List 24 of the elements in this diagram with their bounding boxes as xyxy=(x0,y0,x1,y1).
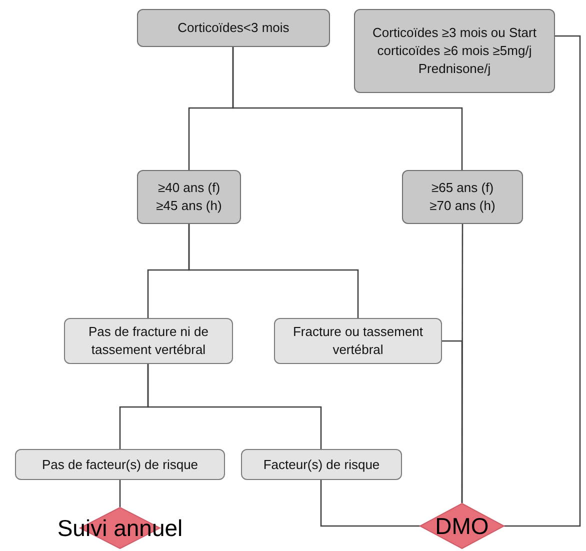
connector-line xyxy=(147,364,322,449)
process-box xyxy=(241,449,402,480)
box-text: ≥40 ans (f) ≥45 ans (h) xyxy=(155,179,223,215)
box-text: Corticoïdes<3 mois xyxy=(178,19,290,37)
process-box xyxy=(402,170,523,224)
box-text: Facteur(s) de risque xyxy=(263,456,380,474)
box-text: ≥65 ans (f) ≥70 ans (h) xyxy=(428,179,496,215)
connector-line xyxy=(442,340,463,503)
process-box xyxy=(15,449,225,480)
box-text: Pas de facteur(s) de risque xyxy=(42,456,198,474)
connector-line xyxy=(188,224,359,318)
connector-line xyxy=(504,35,581,527)
process-box xyxy=(137,9,330,47)
process-box xyxy=(137,170,241,224)
connector-line xyxy=(320,480,420,527)
decision-label: DMO xyxy=(435,514,489,538)
box-text: Corticoïdes ≥3 mois ou Start corticoïdes ≥6 mois ≥5mg/j Prednisone/j xyxy=(372,24,538,78)
process-box xyxy=(64,318,233,364)
process-box xyxy=(274,318,442,364)
process-box xyxy=(354,9,555,93)
connector-line xyxy=(119,480,121,507)
box-text: Pas de fracture ni de tassement vertébral xyxy=(88,323,210,359)
box-text: Fracture ou tassement vertébral xyxy=(292,323,424,359)
connector-line xyxy=(232,47,463,170)
